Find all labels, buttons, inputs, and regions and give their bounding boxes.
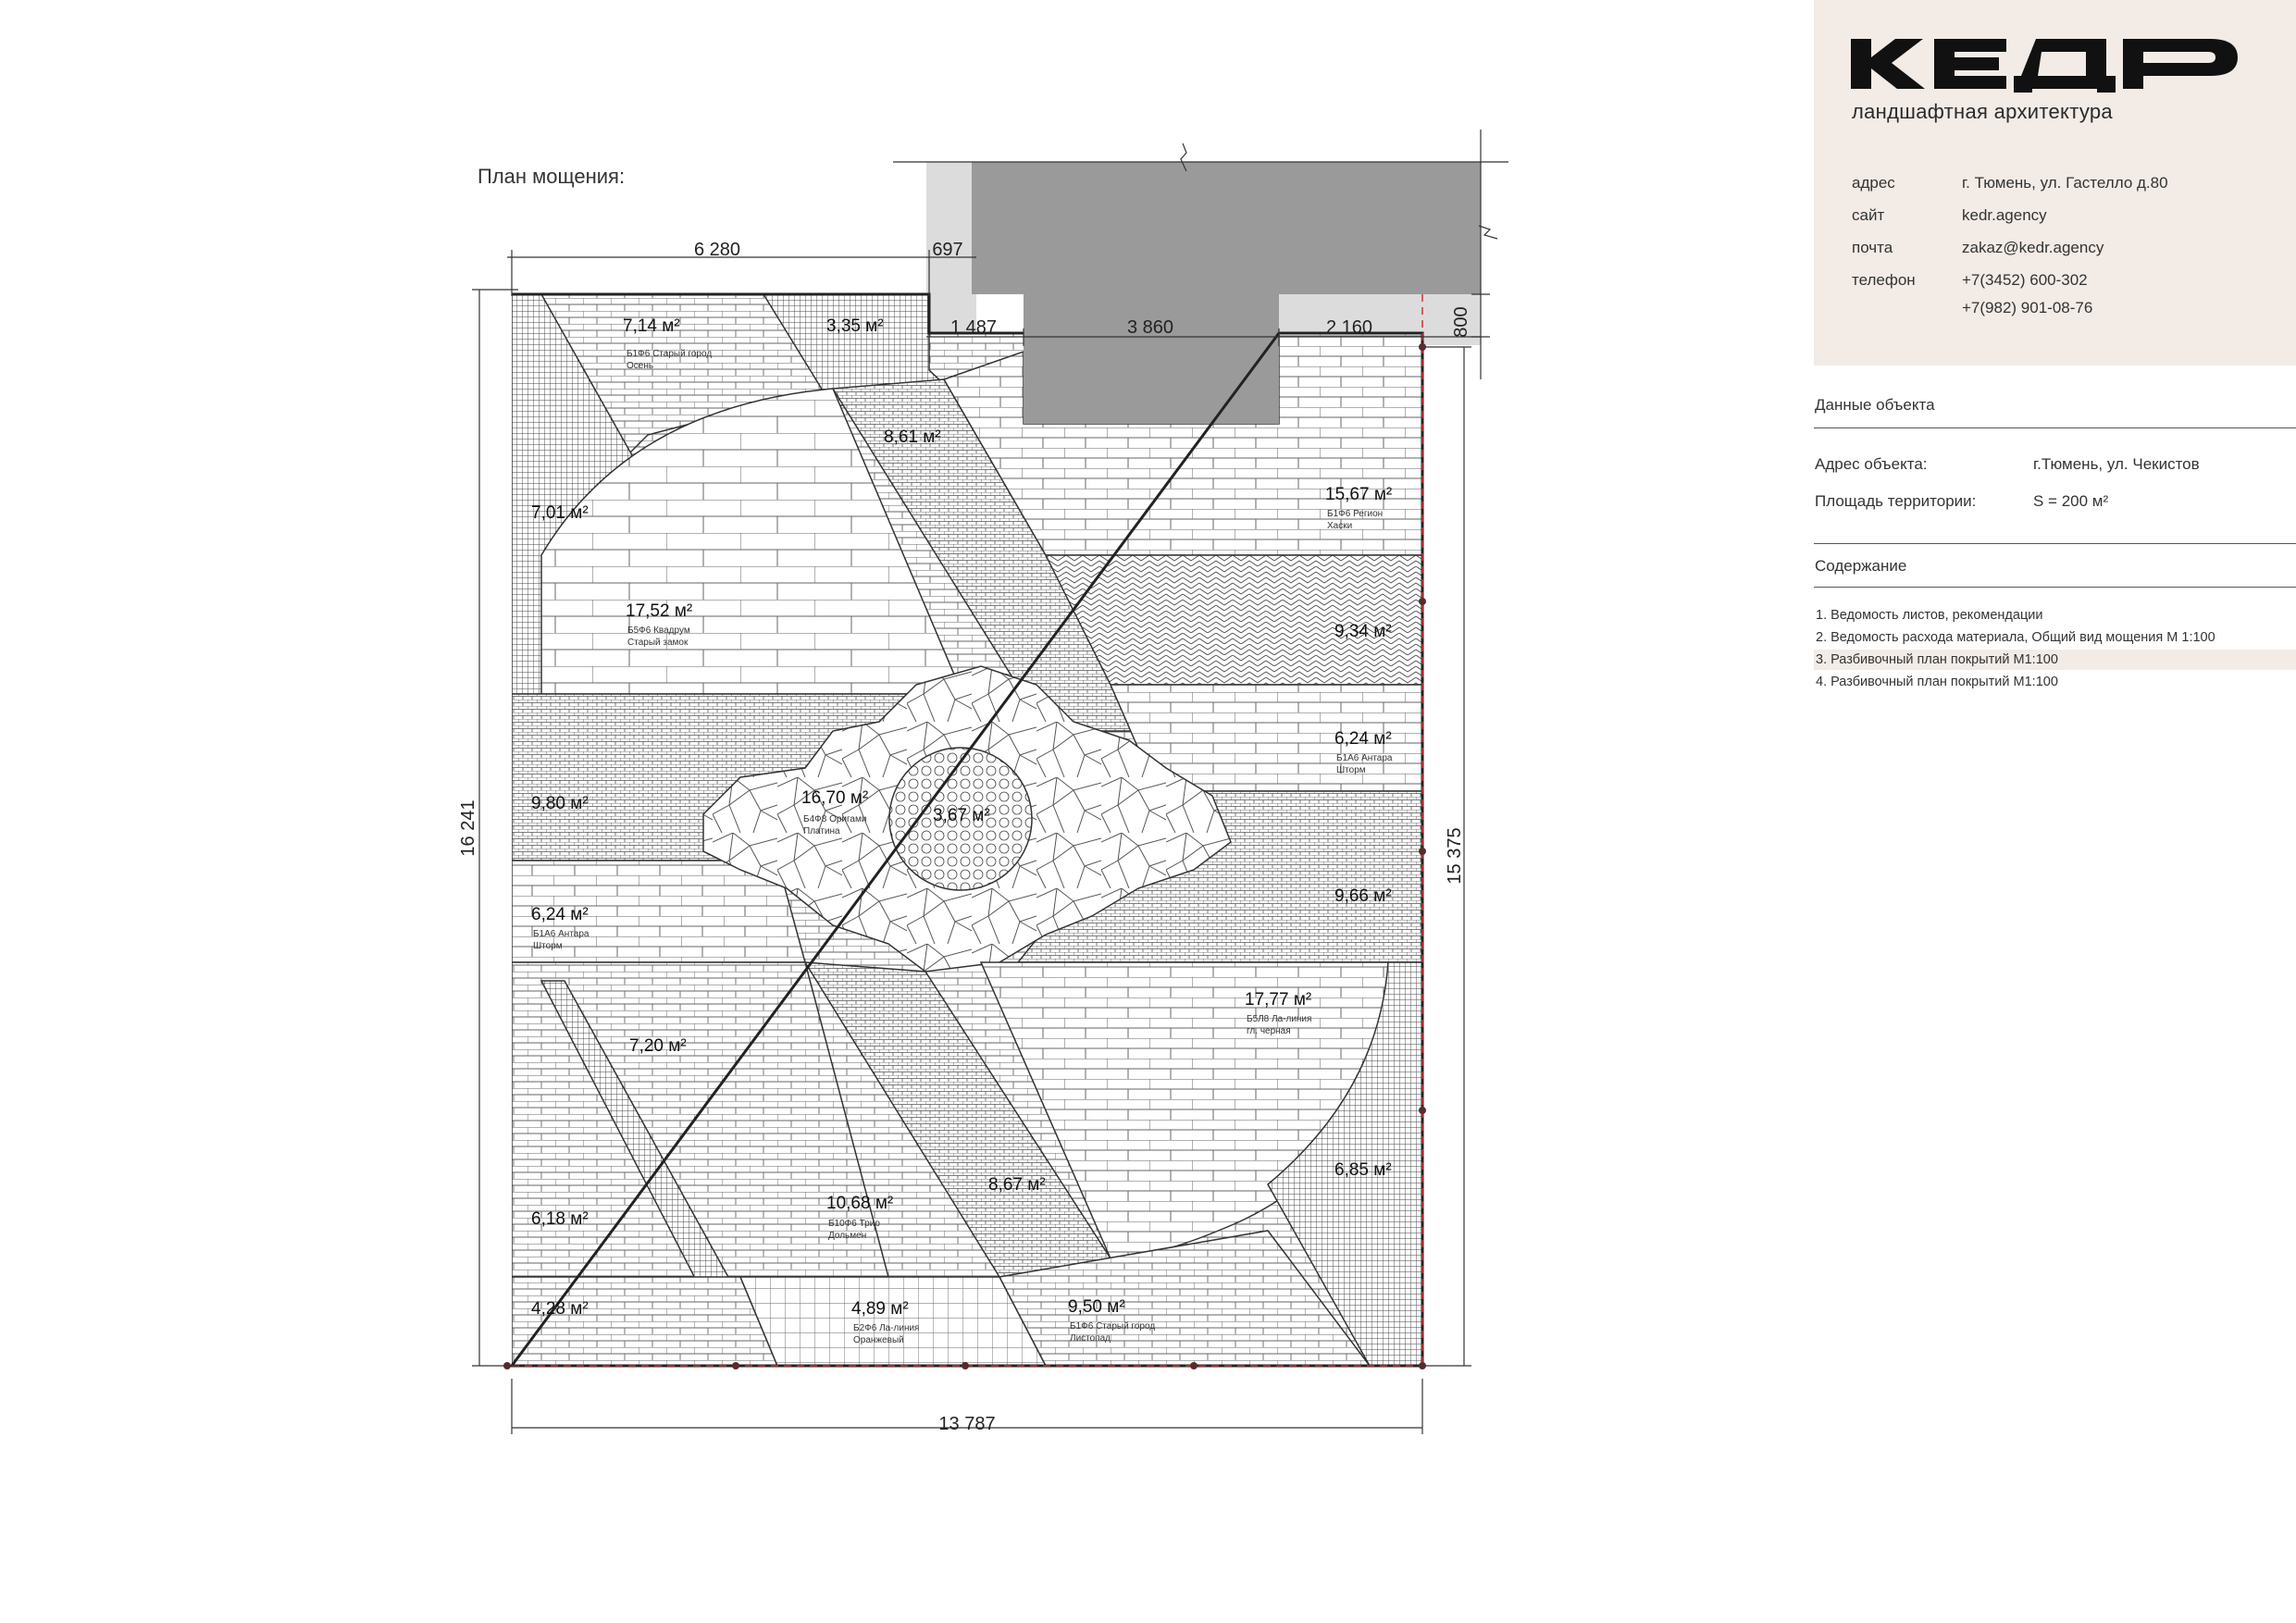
- zone-area: 9,66 м²: [1334, 886, 1392, 906]
- zone-area: 7,01 м²: [531, 503, 589, 523]
- zone-area: 6,24 м²: [1334, 729, 1392, 749]
- zone-material: Старый замок: [627, 638, 689, 648]
- zone-area: 16,70 м²: [801, 788, 868, 808]
- zone-area: 9,50 м²: [1068, 1297, 1125, 1317]
- dim-house-depth: 800: [1451, 306, 1471, 337]
- zone-material: Хаски: [1327, 521, 1352, 531]
- zone-material: Шторм: [1336, 765, 1366, 775]
- toc-item-1[interactable]: 1. Ведомость листов, рекомендации: [1816, 608, 2043, 623]
- zone-area: 9,34 м²: [1334, 622, 1392, 641]
- zone-material: Б1А6 Антара: [533, 929, 590, 939]
- divider: [1814, 587, 2296, 588]
- divider: [1814, 543, 2296, 544]
- toc-item-3-active[interactable]: 3. Разбивочный план покрытий М1:100: [1814, 650, 2296, 670]
- house-step-light: [926, 162, 976, 347]
- dimension-lines: [472, 130, 1508, 1434]
- zone-material: Б1Ф6 Регион: [1327, 509, 1383, 519]
- zone-material: Б10Ф6 Трио: [828, 1219, 880, 1229]
- divider: [1814, 427, 2296, 428]
- mail-link[interactable]: zakaz@kedr.agency: [1962, 239, 2104, 256]
- dim-right-total: 15 375: [1445, 827, 1465, 884]
- dim-house-left: 1 487: [950, 317, 997, 338]
- zone-area: 10,68 м²: [826, 1194, 893, 1213]
- zone-material: Б5Л8 Ла-линия: [1247, 1014, 1311, 1024]
- contents-title: Содержание: [1815, 557, 1907, 575]
- site-label: сайт: [1852, 206, 1885, 224]
- object-data-title: Данные объекта: [1815, 396, 1935, 414]
- paving-site: [512, 294, 1422, 1366]
- zone-area: 8,67 м²: [988, 1175, 1046, 1195]
- zone-material: Шторм: [533, 941, 563, 951]
- zone-area: 8,61 м²: [884, 427, 941, 447]
- dim-left-total: 16 241: [458, 799, 478, 856]
- zone-material: Б5Ф6 Квадрум: [627, 626, 690, 636]
- object-address-label: Адрес объекта:: [1815, 455, 1928, 473]
- zone-material: Листопад: [1070, 1333, 1111, 1344]
- zone-material: Дольмен: [828, 1231, 866, 1241]
- zone-material: Б1Ф6 Старый город: [627, 349, 712, 359]
- plan-title: План мощения:: [478, 165, 626, 188]
- toc-item-4[interactable]: 4. Разбивочный план покрытий М1:100: [1816, 675, 2058, 689]
- phone-label: телефон: [1852, 271, 1916, 289]
- zone-material: гл. черная: [1247, 1026, 1291, 1036]
- dim-top-left: 6 280: [694, 240, 740, 260]
- object-area-value: S = 200 м²: [2033, 492, 2109, 510]
- object-address-value: г.Тюмень, ул. Чекистов: [2033, 455, 2200, 473]
- zone-area: 9,80 м²: [531, 794, 589, 813]
- object-area-label: Площадь территории:: [1815, 492, 1977, 510]
- zone-area: 6,24 м²: [531, 905, 589, 924]
- zone-area: 7,14 м²: [623, 316, 680, 336]
- zone-material: Б4Ф8 Оригами: [803, 814, 866, 824]
- zone-area: 6,85 м²: [1334, 1160, 1392, 1180]
- zone-area: 4,89 м²: [851, 1299, 909, 1319]
- phone-2[interactable]: +7(982) 901-08-76: [1962, 299, 2093, 316]
- toc-item-2[interactable]: 2. Ведомость расхода материала, Общий ви…: [1816, 630, 2215, 645]
- zone-area: 4,28 м²: [531, 1299, 589, 1319]
- zone-area: 17,77 м²: [1245, 990, 1311, 1010]
- zone-area: 6,18 м²: [531, 1209, 589, 1229]
- dim-house-right: 2 160: [1326, 317, 1372, 338]
- house-footprint: [972, 162, 1481, 424]
- zone-material: Платина: [803, 826, 840, 836]
- dim-house-mid: 3 860: [1127, 317, 1173, 338]
- phone-1[interactable]: +7(3452) 600-302: [1962, 271, 2088, 289]
- mail-label: почта: [1852, 239, 1893, 256]
- zone-material: Б2Ф6 Ла-линия: [853, 1323, 919, 1333]
- zone-area: 7,20 м²: [629, 1036, 687, 1056]
- address-label: адрес: [1852, 174, 1895, 192]
- brand-logo: [1851, 35, 2240, 97]
- brand-tagline: ландшафтная архитектура: [1852, 100, 2113, 123]
- zone-area: 15,67 м²: [1325, 485, 1392, 504]
- zone-material: Осень: [627, 361, 653, 371]
- zone-area: 3,35 м²: [826, 316, 884, 336]
- zone-labels: 7,14 м² Б1Ф6 Старый город Осень 3,35 м² …: [531, 316, 1393, 1345]
- zone-material: Б1А6 Антара: [1336, 753, 1393, 763]
- dim-bottom-total: 13 787: [938, 1414, 995, 1434]
- zone-material: Оранжевый: [853, 1335, 904, 1345]
- site-link[interactable]: kedr.agency: [1962, 206, 2047, 224]
- zone-material: Б1Ф6 Старый город: [1070, 1321, 1155, 1332]
- zone-area: 17,52 м²: [626, 601, 692, 621]
- address-value: г. Тюмень, ул. Гастелло д.80: [1962, 174, 2168, 192]
- dim-step: 697: [932, 240, 962, 260]
- zone-area: 3,67 м²: [933, 806, 990, 825]
